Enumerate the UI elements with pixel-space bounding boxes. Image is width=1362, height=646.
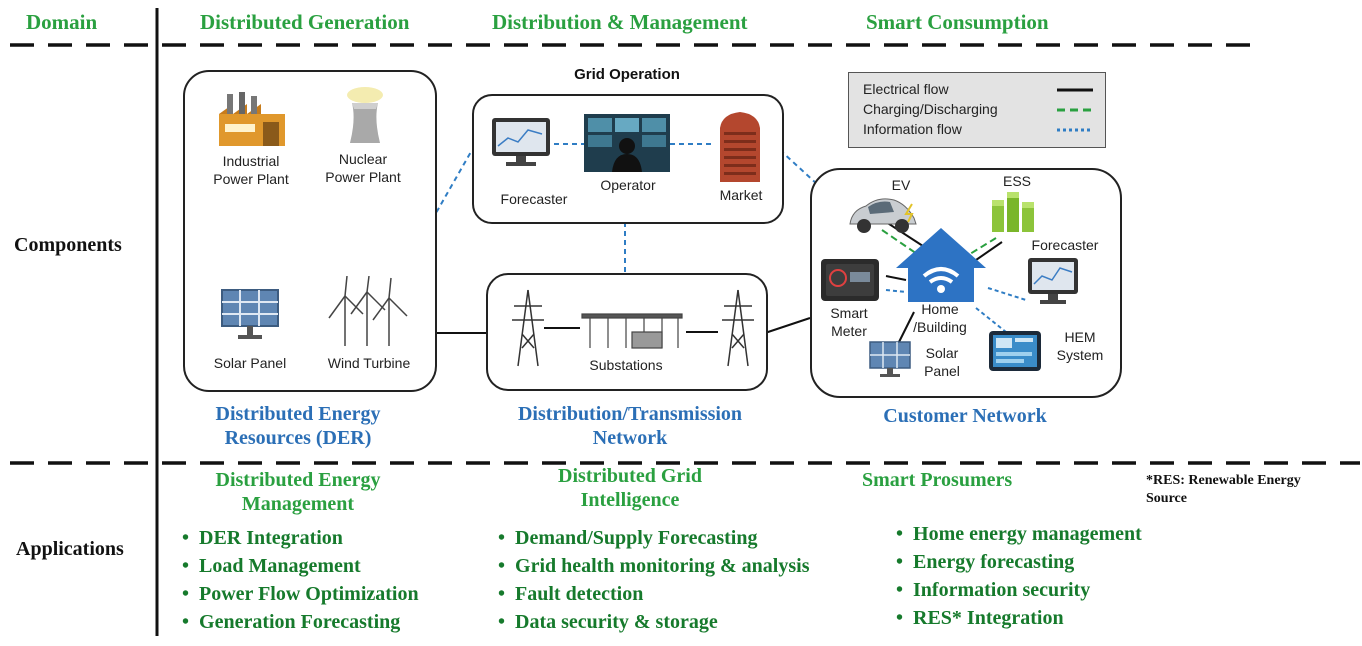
app-grid-title-line1: Distributed Grid [558, 465, 702, 487]
hem-label-line1: HEM [1064, 329, 1096, 345]
list-item: Generation Forecasting [182, 608, 419, 636]
wind-turbine-icon [328, 276, 408, 346]
header-smart-consumption: Smart Consumption [866, 10, 1049, 34]
industrial-plant-icon [219, 92, 285, 146]
legend-charging: Charging/Discharging [863, 99, 1105, 119]
customer-solar-label: Solar Panel [914, 344, 970, 380]
list-item: Load Management [182, 552, 419, 580]
solar-panel-icon [221, 289, 279, 339]
nuclear-label-line1: Nuclear [338, 151, 388, 167]
ev-label: EV [891, 177, 911, 193]
customer-solar-line1: Solar [925, 345, 959, 361]
industrial-label-line2: Power Plant [213, 171, 289, 187]
network-title-line1: Distribution/Transmission [517, 403, 743, 425]
home-building-icon [896, 228, 986, 302]
tower-left-icon [512, 289, 544, 367]
app-der-title-line2: Management [241, 493, 355, 515]
der-title-line2: Resources (DER) [224, 427, 372, 449]
app-prosumers-title: Smart Prosumers [862, 469, 1013, 491]
app-prosumers-list: Home energy management Energy forecastin… [896, 520, 1142, 632]
home-label-line2: /Building [913, 319, 967, 335]
legend-charging-label: Charging/Discharging [863, 101, 998, 117]
nuclear-plant-label: Nuclear Power Plant [308, 150, 418, 186]
nuclear-label-line2: Power Plant [325, 169, 401, 185]
list-item: Power Flow Optimization [182, 580, 419, 608]
electrical-network-customer [764, 317, 811, 334]
ess-label: ESS [1002, 173, 1031, 189]
smart-meter-label: Smart Meter [818, 304, 880, 340]
customer-solar-panel-icon [869, 341, 911, 377]
list-item: Fault detection [498, 580, 810, 608]
list-item: Home energy management [896, 520, 1142, 548]
legend-information-swatch [1057, 128, 1093, 132]
customer-solar-line2: Panel [924, 363, 960, 379]
substations-label: Substations [589, 357, 663, 373]
legend-information-label: Information flow [863, 121, 962, 137]
home-building-label: Home /Building [892, 300, 988, 336]
customer-forecaster-label: Forecaster [1031, 237, 1099, 253]
hem-system-label: HEM System [1048, 328, 1112, 364]
res-footnote-line1: *RES: Renewable Energy [1146, 473, 1301, 488]
list-item: Information security [896, 576, 1142, 604]
home-label-line1: Home [921, 301, 959, 317]
app-grid-title-line2: Intelligence [580, 489, 680, 511]
hem-system-icon [989, 331, 1041, 371]
industrial-label-line1: Industrial [222, 153, 280, 169]
grid-forecaster-label: Forecaster [500, 191, 568, 207]
market-label: Market [719, 187, 763, 203]
grid-info-links [554, 143, 712, 145]
header-distributed-generation: Distributed Generation [200, 10, 410, 34]
customer-network-title: Customer Network [883, 405, 1047, 427]
network-title-line2: Network [592, 427, 668, 449]
substation-graphic [512, 289, 754, 367]
industrial-plant-label: Industrial Power Plant [196, 152, 306, 188]
der-title-line1: Distributed Energy [215, 403, 381, 425]
app-der-list: DER Integration Load Management Power Fl… [182, 524, 419, 636]
list-item: Grid health monitoring & analysis [498, 552, 809, 580]
legend-electrical: Electrical flow [863, 79, 1105, 99]
der-title: Distributed Energy Resources (DER) [168, 402, 428, 450]
tower-right-icon [722, 289, 754, 367]
list-item: Energy forecasting [896, 548, 1142, 576]
operator-icon [584, 114, 670, 172]
legend-electrical-label: Electrical flow [863, 81, 949, 97]
legend-information: Information flow [863, 119, 1105, 139]
app-der-title-line1: Distributed Energy [215, 469, 381, 491]
legend: Electrical flow Charging/Discharging Inf… [848, 72, 1106, 148]
info-flow-der-grid [431, 149, 473, 221]
grid-operation-title: Grid Operation [574, 66, 680, 83]
customer-forecaster-icon [1028, 258, 1078, 304]
operator-label: Operator [600, 177, 656, 193]
res-footnote-line2: Source [1146, 491, 1187, 506]
list-item: Data security & storage [498, 608, 810, 636]
smart-meter-line1: Smart [830, 305, 868, 321]
network-title: Distribution/Transmission Network [470, 402, 790, 450]
hem-label-line2: System [1056, 347, 1104, 363]
substation-icon [581, 313, 683, 349]
ess-battery-icon [992, 192, 1034, 232]
ev-car-icon [849, 198, 917, 233]
nuclear-plant-icon [347, 87, 383, 143]
list-item: DER Integration [182, 524, 419, 552]
app-grid-title: Distributed Grid Intelligence [500, 464, 760, 512]
header-distribution-management: Distribution & Management [492, 10, 748, 34]
app-der-title: Distributed Energy Management [168, 468, 428, 516]
legend-charging-swatch [1057, 108, 1093, 112]
header-domain: Domain [26, 10, 98, 34]
smart-meter-icon [821, 259, 879, 301]
legend-electrical-swatch [1057, 88, 1093, 92]
market-building-icon [720, 112, 760, 182]
row-label-applications: Applications [16, 538, 124, 560]
smart-meter-line2: Meter [831, 323, 867, 339]
list-item: RES* Integration [896, 604, 1142, 632]
row-label-components: Components [14, 234, 122, 256]
solar-panel-label: Solar Panel [213, 355, 287, 371]
res-footnote: *RES: Renewable Energy Source [1146, 472, 1301, 508]
forecaster-monitor-icon [492, 118, 550, 166]
list-item: Demand/Supply Forecasting [498, 524, 810, 552]
app-grid-list: Demand/Supply Forecasting Grid health mo… [498, 524, 810, 636]
wind-turbine-label: Wind Turbine [327, 355, 411, 371]
